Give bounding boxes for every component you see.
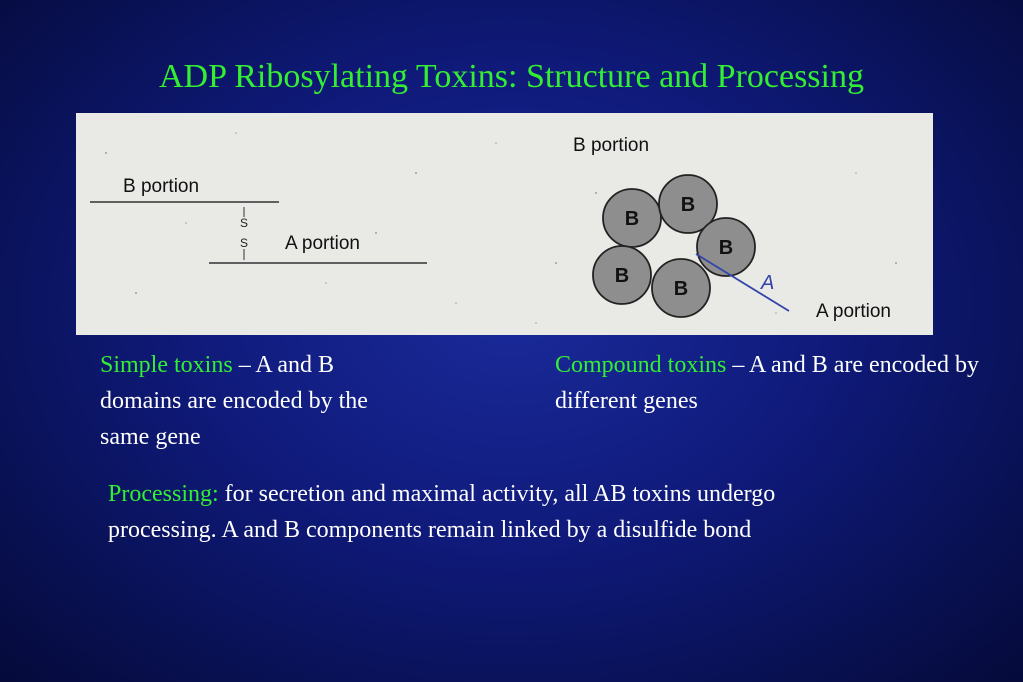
slide-title: ADP Ribosylating Toxins: Structure and P…	[159, 58, 864, 95]
compound-a-portion-label: A portion	[816, 301, 891, 322]
b-subunit-circle-5	[651, 258, 711, 318]
b-subunit-label-3: B	[719, 237, 733, 259]
b-subunit-circle-3	[696, 217, 756, 277]
b-subunit-label-2: B	[681, 194, 695, 216]
b-subunit-circle-4	[592, 245, 652, 305]
a-chain-label: A	[760, 272, 774, 294]
compound-toxins-text: – A and B are encoded by different genes	[555, 352, 979, 414]
compound-toxins-description: Compound toxins – A and B are encoded by…	[555, 347, 995, 419]
a-chain-line	[695, 253, 790, 312]
processing-description: Processing: for secretion and maximal ac…	[108, 476, 888, 548]
disulfide-s-lower: S	[240, 236, 248, 250]
simple-toxins-text: – A and B domains are encoded by the sam…	[100, 352, 368, 450]
compound-b-portion-label: B portion	[573, 135, 649, 156]
simple-b-portion-label: B portion	[123, 176, 199, 197]
disulfide-s-upper: S	[240, 216, 248, 230]
simple-a-portion-label: A portion	[285, 233, 360, 254]
b-subunit-label-5: B	[674, 278, 688, 300]
figure-texture	[105, 132, 897, 324]
simple-toxins-term: Simple toxins	[100, 352, 233, 378]
b-subunit-circle-2	[658, 174, 718, 234]
processing-text: for secretion and maximal activity, all …	[108, 481, 776, 543]
processing-term: Processing:	[108, 481, 219, 507]
b-subunit-label-1: B	[625, 208, 639, 230]
toxin-structure-diagram: B portion S S A portion B portion B B B …	[90, 132, 897, 324]
compound-toxins-term: Compound toxins	[555, 352, 727, 378]
b-subunit-label-4: B	[615, 265, 629, 287]
toxin-structure-figure: B portion S S A portion B portion B B B …	[76, 113, 933, 335]
simple-toxins-description: Simple toxins – A and B domains are enco…	[100, 347, 420, 455]
